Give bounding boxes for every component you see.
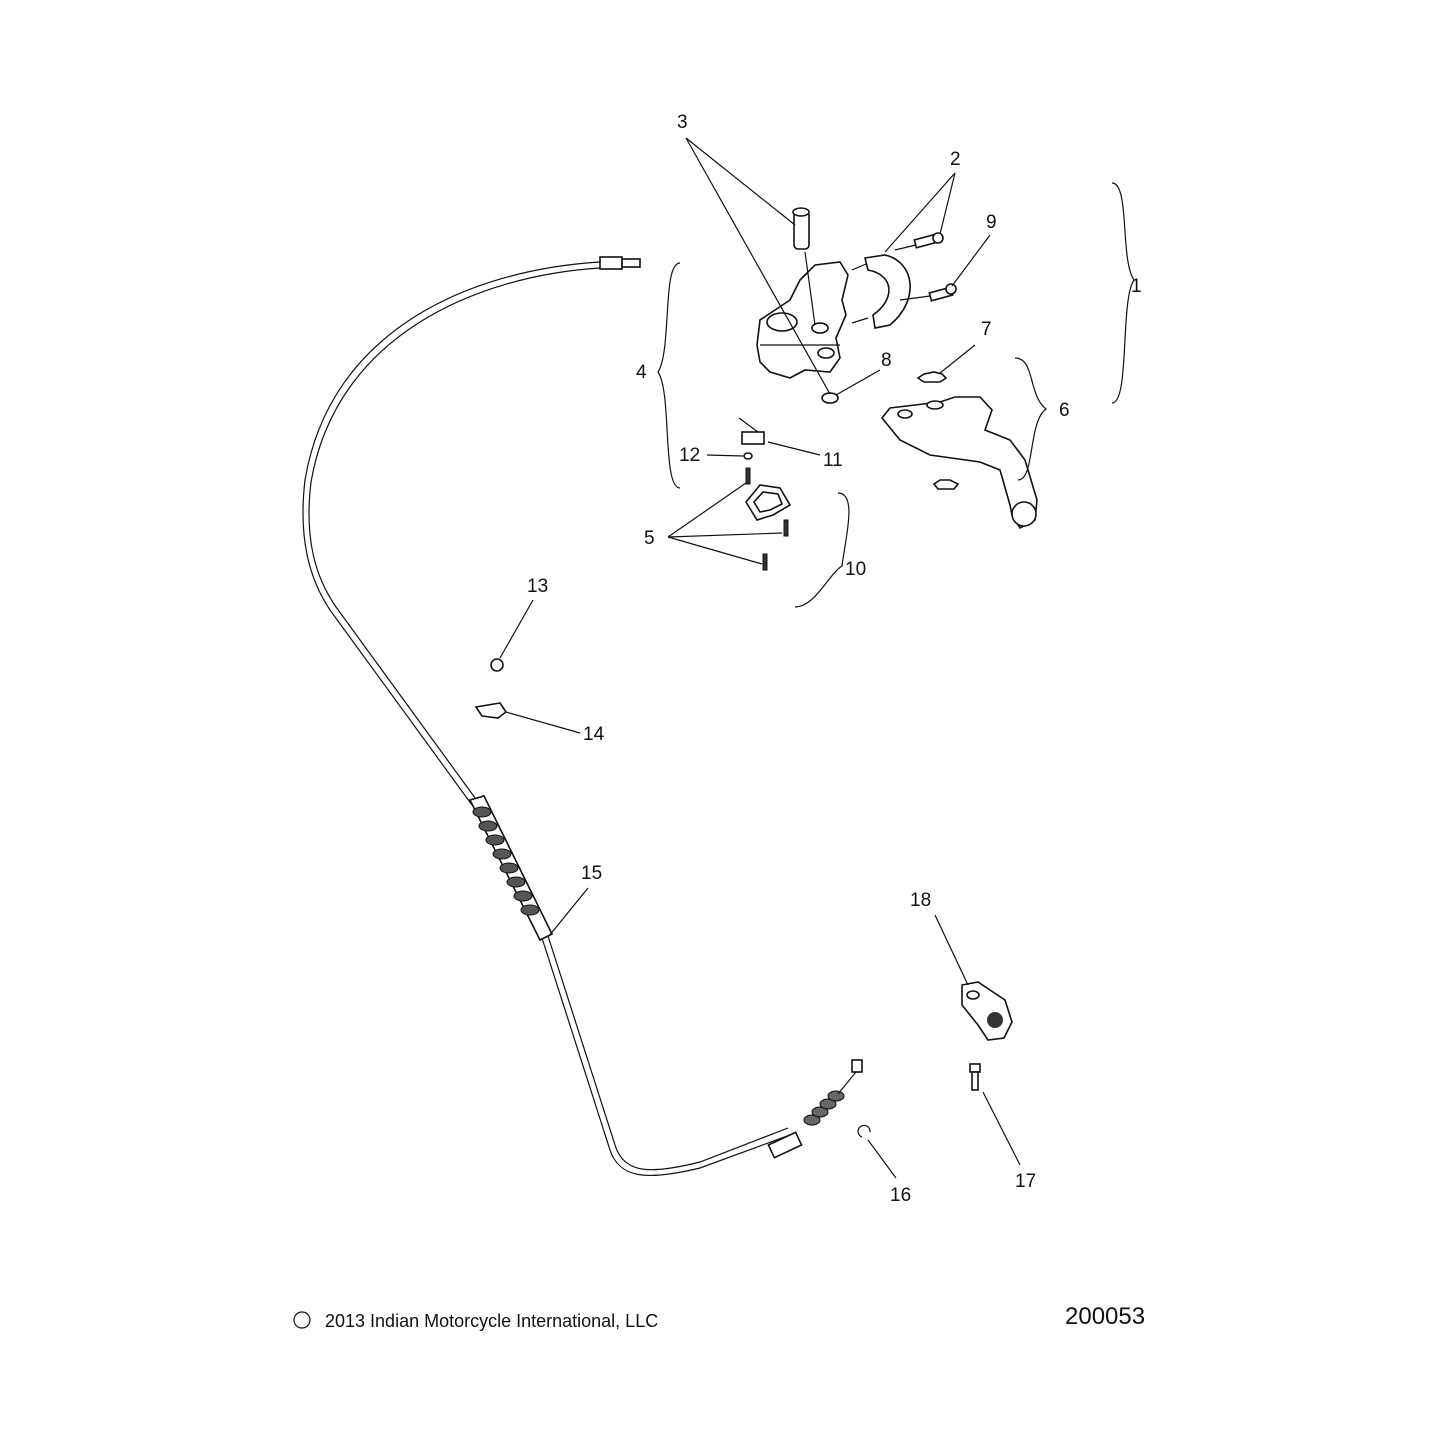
callout-3: 3 [677, 112, 688, 133]
callout-18: 18 [910, 890, 931, 911]
nut [490, 658, 504, 672]
copyright-text: 2013 Indian Motorcycle International, LL… [325, 1311, 658, 1331]
callout-14: 14 [583, 724, 605, 745]
callout-labels: 3 2 9 1 4 7 8 6 12 11 5 10 13 14 15 18 1… [527, 112, 1142, 1206]
pivot-pin [792, 207, 816, 326]
drawing-number: 200053 [1065, 1303, 1145, 1330]
retainer-clip-lower [932, 479, 960, 490]
callout-11: 11 [823, 450, 843, 471]
callout-4: 4 [636, 362, 647, 383]
callout-6: 6 [1059, 400, 1070, 421]
callout-13: 13 [527, 576, 548, 597]
callout-15: 15 [581, 863, 602, 884]
clutch-cable [302, 256, 863, 1177]
callout-12: 12 [679, 445, 700, 466]
release-arm [961, 981, 1013, 1041]
callout-7: 7 [981, 319, 992, 340]
cable-bellows [468, 795, 554, 942]
e-clip [857, 1124, 871, 1138]
group-braces [657, 182, 1135, 608]
callout-16: 16 [890, 1185, 911, 1206]
clutch-perch [756, 261, 849, 379]
callout-2: 2 [950, 149, 961, 170]
washer [821, 392, 839, 404]
clamp [851, 254, 911, 329]
bolt [969, 1063, 981, 1091]
callout-10: 10 [845, 559, 866, 580]
callout-9: 9 [986, 212, 997, 233]
callout-8: 8 [881, 350, 892, 371]
retainer-clip [916, 371, 948, 383]
cable-clip [474, 702, 508, 719]
clamp-screws [894, 232, 957, 302]
callout-5: 5 [644, 528, 655, 549]
leader-lines [499, 137, 1021, 1179]
callout-17: 17 [1015, 1171, 1036, 1192]
clutch-lever [880, 371, 1038, 530]
copyright-icon [293, 1311, 311, 1329]
switch [738, 417, 765, 460]
callout-1: 1 [1131, 276, 1142, 297]
switch-cover [745, 467, 792, 571]
